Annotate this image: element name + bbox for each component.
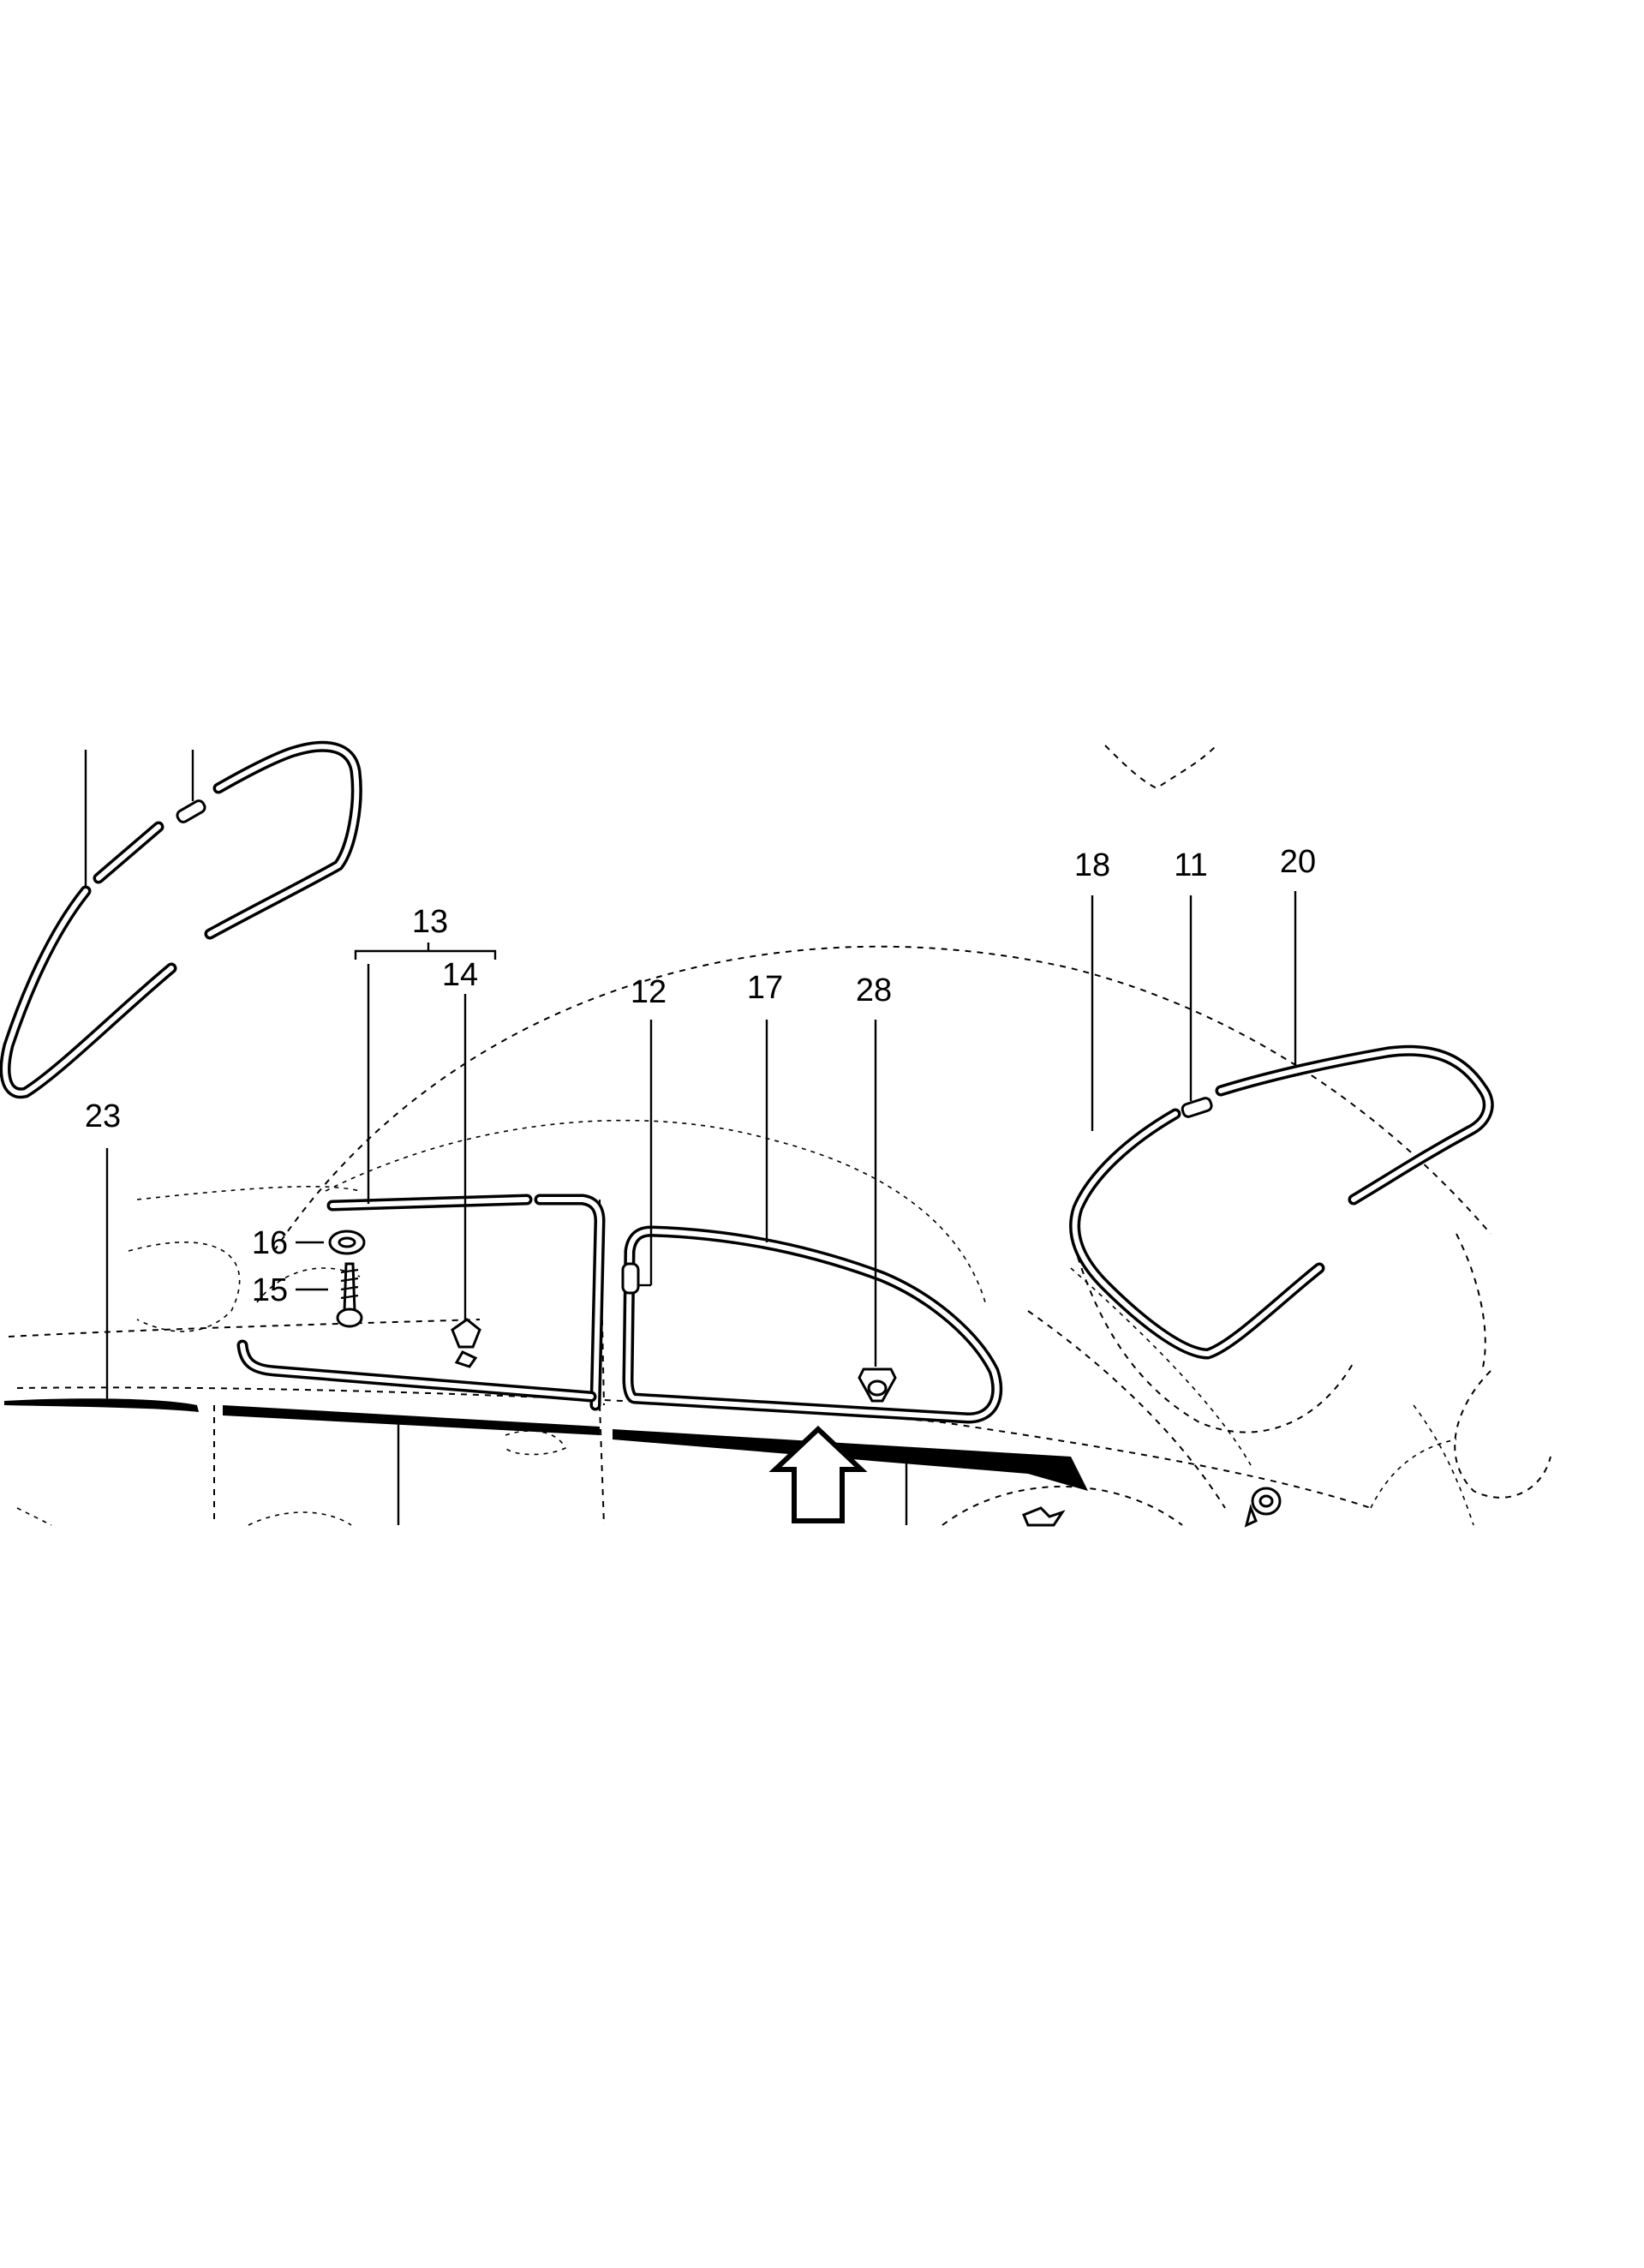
quarter-window-seal (621, 1020, 1003, 1424)
callout-18: 18 (1074, 847, 1110, 883)
vent-window-seal (236, 943, 606, 1411)
callout-20: 20 (1280, 844, 1316, 880)
callout-28: 28 (856, 972, 892, 1008)
seal-joiner-11 (1181, 1097, 1213, 1118)
callout-17: 17 (747, 970, 783, 1006)
grommet (1244, 1487, 1282, 1528)
bracket-part (1022, 1506, 1066, 1527)
callout-13: 13 (412, 904, 448, 940)
retaining-clip (451, 994, 481, 1368)
washer-and-screw (296, 1230, 366, 1328)
callout-16: 16 (252, 1225, 288, 1261)
callout-23: 23 (85, 1098, 121, 1134)
seal-joiner (176, 799, 206, 823)
seal-joiner-12 (621, 1262, 640, 1295)
callout-15: 15 (252, 1272, 288, 1308)
callout-labels: 23 13 14 16 15 12 17 28 18 11 20 (85, 844, 1316, 1308)
rear-window-seal (1069, 891, 1494, 1360)
callout-12: 12 (631, 974, 667, 1010)
screw (336, 1262, 363, 1328)
callout-11: 11 (1174, 847, 1207, 883)
body-moulding (4, 1148, 1088, 1525)
windshield-seal (0, 740, 362, 1099)
plug (858, 1020, 897, 1403)
callout-14: 14 (442, 957, 478, 993)
up-arrow-icon (768, 1425, 868, 1523)
